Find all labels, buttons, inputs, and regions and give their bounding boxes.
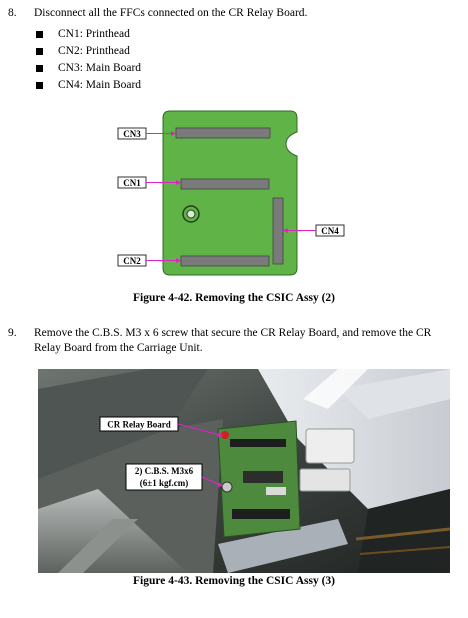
rail-line	[359, 546, 450, 555]
step-9: 9. Remove the C.B.S. M3 x 6 screw that s…	[8, 326, 460, 358]
cn3-arrowhead-icon	[171, 131, 176, 136]
board-chip	[243, 471, 283, 483]
list-item: CN3: Main Board	[36, 60, 141, 77]
figure-4-42-caption: Figure 4-42. Removing the CSIC Assy (2)	[133, 292, 335, 304]
step-9-text: Remove the C.B.S. M3 x 6 screw that secu…	[34, 327, 432, 354]
list-item: CN2: Printhead	[36, 43, 141, 60]
marker-dot	[221, 431, 229, 439]
figure-4-43-caption: Figure 4-43. Removing the CSIC Assy (3)	[133, 575, 335, 587]
step-9-number: 9.	[8, 327, 17, 339]
rail-line	[355, 527, 450, 541]
cn1-arrowhead-icon	[176, 180, 181, 185]
board-arrowhead-icon	[217, 432, 223, 437]
screw-icon	[221, 481, 233, 493]
bullet-square-icon	[36, 48, 43, 55]
cn4-label: CN4	[321, 226, 339, 236]
list-item-text: CN1: Printhead	[58, 28, 130, 40]
cr-relay-board-callout: CR Relay Board	[107, 420, 171, 430]
bullet-square-icon	[36, 31, 43, 38]
bullet-square-icon	[36, 82, 43, 89]
step-8: 8. Disconnect all the FFCs connected on …	[8, 6, 458, 22]
screw-callout-box	[125, 463, 203, 491]
cn4-connector	[272, 197, 284, 265]
carriage-unit-photo: CR Relay Board 2) C.B.S. M3x6 (6±1 kgf.c…	[38, 369, 450, 573]
connector-block	[299, 468, 351, 492]
cable-guide	[218, 519, 348, 573]
board-pointer	[177, 423, 221, 436]
cr-relay-board-diagram: CN3 CN1 CN2 CN4	[117, 110, 345, 276]
cn4-arrowhead-icon	[283, 228, 288, 233]
connector-block	[305, 428, 355, 464]
rail-highlight	[58, 519, 138, 573]
list-item: CN4: Main Board	[36, 77, 141, 94]
list-item: CN1: Printhead	[36, 26, 141, 43]
cn3-connector	[175, 127, 271, 139]
screw-callout-line2: (6±1 kgf.cm)	[140, 478, 188, 488]
connector-list: CN1: Printhead CN2: Printhead CN3: Main …	[36, 26, 141, 94]
cn1-label: CN1	[123, 178, 141, 188]
board-outline	[162, 110, 298, 276]
bullet-square-icon	[36, 65, 43, 72]
ffc-cable-strip	[338, 369, 450, 419]
list-item-text: CN3: Main Board	[58, 62, 142, 74]
screw-callout-line1: 2) C.B.S. M3x6	[135, 466, 194, 476]
screw-pointer	[201, 476, 221, 486]
step-8-text: Disconnect all the FFCs connected on the…	[34, 7, 308, 19]
list-item-text: CN4: Main Board	[58, 79, 142, 91]
cn3-label: CN3	[123, 129, 141, 139]
cn1-connector	[180, 178, 270, 190]
step-8-number: 8.	[8, 7, 17, 19]
cn2-arrowhead-icon	[176, 258, 181, 263]
board-label	[266, 487, 286, 495]
cn2-label: CN2	[123, 256, 141, 266]
list-item-text: CN2: Printhead	[58, 45, 130, 57]
screw-hole-center	[186, 209, 196, 219]
board-connector	[232, 509, 290, 519]
board-connector	[230, 439, 286, 447]
cn2-connector	[180, 255, 270, 267]
cable-highlight	[303, 369, 368, 409]
screw-arrowhead-icon	[217, 482, 223, 487]
